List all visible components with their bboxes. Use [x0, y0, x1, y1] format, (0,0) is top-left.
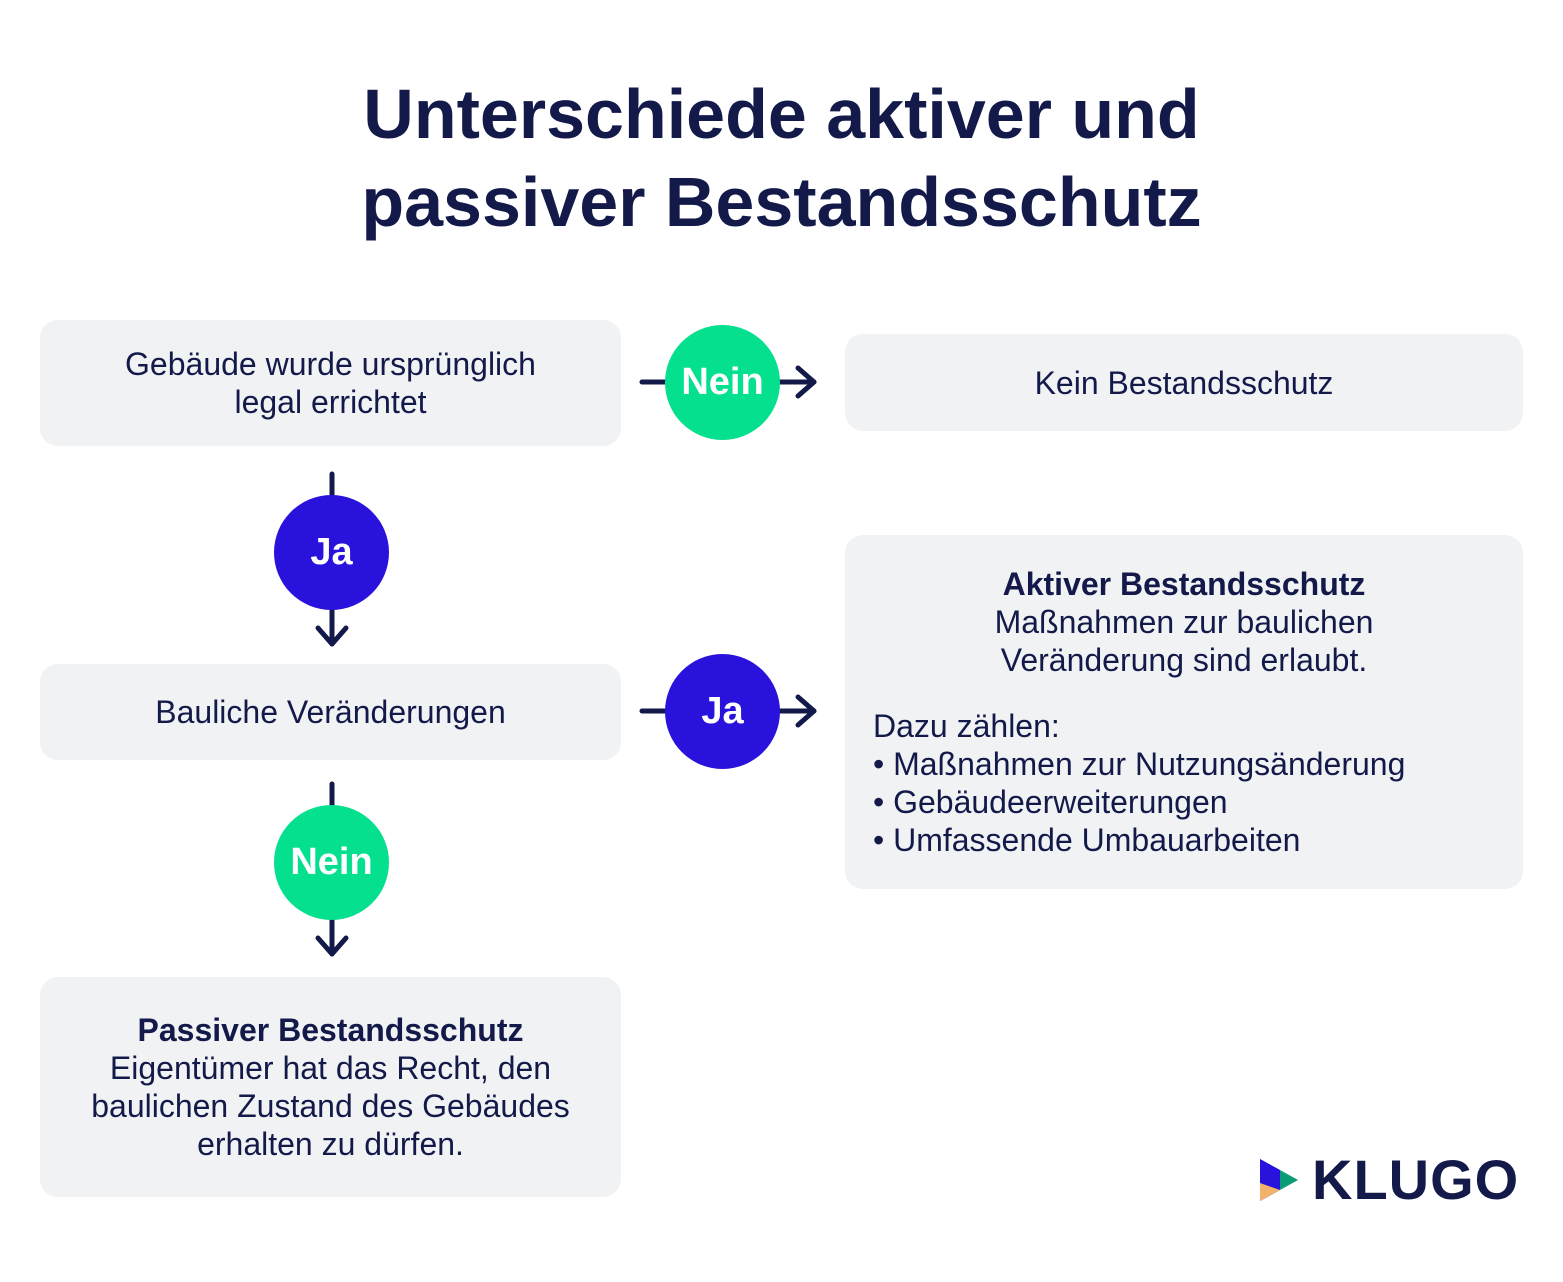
decision-ja-baulich: Ja [665, 654, 780, 769]
node-kein-text: Kein Bestandsschutz [1034, 364, 1334, 401]
decision-ja-label: Ja [310, 531, 353, 573]
decision-nein-label: Nein [290, 841, 373, 883]
node-bauliche-veraenderungen: Bauliche Veränderungen [40, 664, 621, 760]
arrowhead-to-kein [795, 365, 817, 399]
title-line-1: Unterschiede aktiver und [363, 75, 1200, 153]
passiv-heading: Passiver Bestandsschutz [137, 1012, 524, 1048]
aktiv-text: Maßnahmen zur baulichen Veränderung sind… [994, 604, 1374, 678]
node-kein-bestandsschutz: Kein Bestandsschutz [845, 334, 1523, 431]
aktiv-list-item: • Gebäudeerweiterungen [873, 784, 1228, 820]
node-aktiver-bestandsschutz: Aktiver Bestandsschutz Maßnahmen zur bau… [845, 535, 1523, 889]
arrowhead-to-passiv [315, 935, 349, 957]
decision-nein-baulich: Nein [274, 805, 389, 920]
node-passiver-bestandsschutz: Passiver Bestandsschutz Eigentümer hat d… [40, 977, 621, 1197]
logo-text: KLUGO [1312, 1148, 1520, 1211]
node-baulich-text: Bauliche Veränderungen [155, 694, 506, 730]
decision-ja-legal: Ja [274, 495, 389, 610]
arrowhead-to-baulich [315, 625, 349, 647]
decision-ja-label: Ja [701, 690, 744, 732]
node-legal-text: Gebäude wurde ursprünglich legal erricht… [125, 346, 536, 420]
decision-nein-label: Nein [681, 361, 764, 403]
aktiv-list-item: • Umfassende Umbauarbeiten [873, 822, 1301, 858]
title-line-2: passiver Bestandsschutz [361, 163, 1202, 241]
aktiv-list-item: • Maßnahmen zur Nutzungsänderung [873, 746, 1406, 782]
page-title: Unterschiede aktiver und passiver Bestan… [0, 70, 1563, 246]
arrowhead-to-aktiv [795, 694, 817, 728]
play-triangle-icon [1260, 1159, 1298, 1201]
decision-nein-legal: Nein [665, 325, 780, 440]
aktiv-heading: Aktiver Bestandsschutz [1002, 566, 1366, 602]
klugo-logo: KLUGO [1256, 1152, 1519, 1208]
aktiv-list-intro: Dazu zählen: [873, 708, 1060, 744]
aktiv-list: Dazu zählen: • Maßnahmen zur Nutzungsänd… [873, 707, 1495, 859]
node-legal-errichtet: Gebäude wurde ursprünglich legal erricht… [40, 320, 621, 446]
passiv-text: Eigentümer hat das Recht, den baulichen … [91, 1050, 570, 1162]
